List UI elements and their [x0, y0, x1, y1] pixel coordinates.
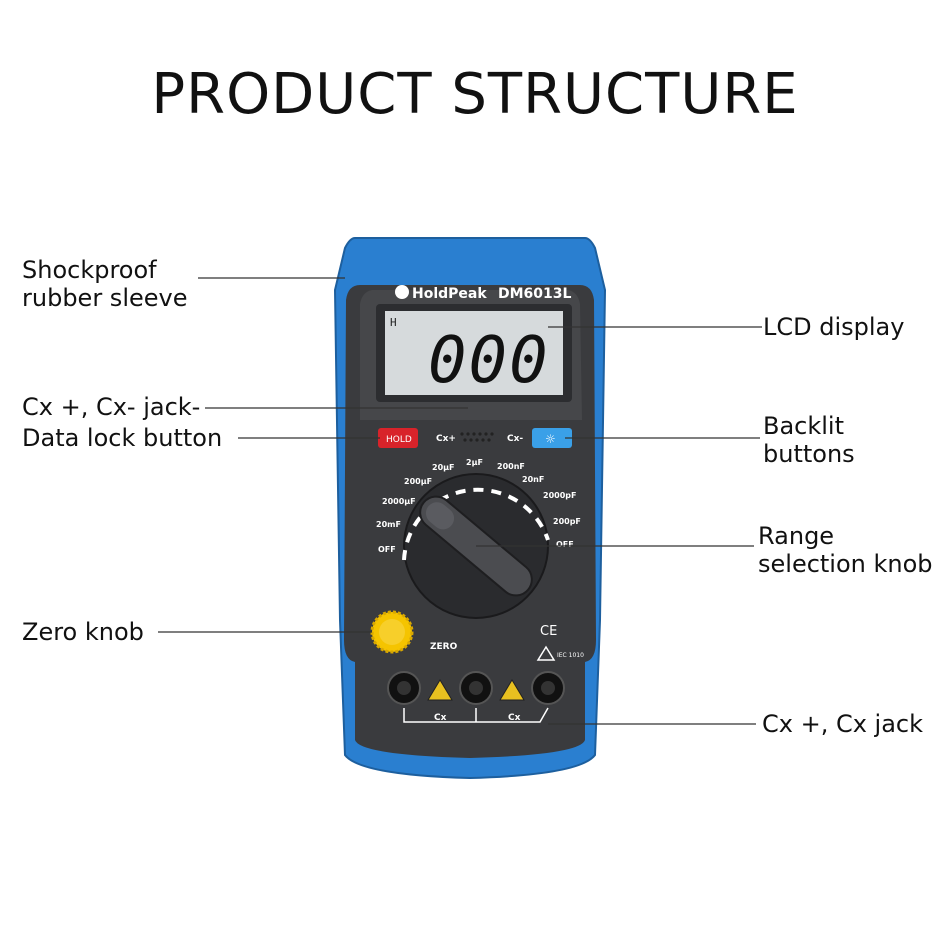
range-label-2000uF: 2000μF: [382, 497, 416, 506]
callout-zero: Zero knob: [22, 618, 144, 646]
lcd-screen: [385, 311, 563, 395]
jack-warning-icon-1: [427, 679, 453, 701]
range-label-20nF: 20nF: [522, 475, 544, 484]
hold-button: [378, 428, 418, 448]
jack-right: [531, 671, 565, 705]
callout-jack: Cx +, Cx- jack-: [22, 393, 201, 421]
range-label-200nF: 200nF: [497, 462, 525, 471]
backlight-icon: ☼: [545, 432, 556, 446]
jack-label-2: Cx: [508, 713, 521, 723]
range-label-2uF: 2μF: [466, 458, 483, 467]
warning-icon: [536, 645, 556, 661]
iec-mark: IEC 1010: [557, 652, 584, 659]
model-text: DM6013L: [498, 286, 572, 302]
cx-minus-label: Cx-: [507, 434, 523, 444]
callout-cx-jack: Cx +, Cx jack: [762, 710, 924, 738]
brand-text: HoldPeak: [412, 286, 487, 302]
range-label-20mF: 20mF: [376, 520, 401, 529]
ce-mark: CE: [540, 624, 557, 639]
range-label-off-right: OFF: [556, 540, 574, 549]
callout-range: Range selection knob: [758, 522, 933, 578]
jack-warning-icon-2: [499, 679, 525, 701]
range-label-2000pF: 2000pF: [543, 491, 576, 500]
backlight-button: [532, 428, 572, 448]
jack-left: [387, 671, 421, 705]
range-label-off-left: OFF: [378, 545, 396, 554]
hold-label: HOLD: [386, 435, 412, 445]
callout-data-lock: Data lock button: [22, 424, 223, 452]
cx-plus-label: Cx+: [436, 434, 456, 444]
callout-lcd: LCD display: [763, 313, 905, 341]
brand-logo-icon: [395, 285, 409, 299]
callout-backlit: Backlit buttons: [763, 412, 855, 468]
range-label-200uF: 200μF: [404, 477, 432, 486]
range-label-20uF: 20μF: [432, 463, 454, 472]
cx-jack-holes: [460, 432, 494, 442]
jack-middle: [459, 671, 493, 705]
lcd-reading: 000: [428, 324, 550, 398]
range-label-200pF: 200pF: [553, 517, 581, 526]
zero-label: ZERO: [430, 642, 458, 652]
callout-rubber-sleeve: Shockproof rubber sleeve: [22, 256, 188, 312]
jack-bracket: [403, 707, 549, 723]
jack-label-1: Cx: [434, 713, 447, 723]
lcd-flag: H: [390, 316, 397, 329]
page-title: PRODUCT STRUCTURE: [151, 62, 799, 127]
